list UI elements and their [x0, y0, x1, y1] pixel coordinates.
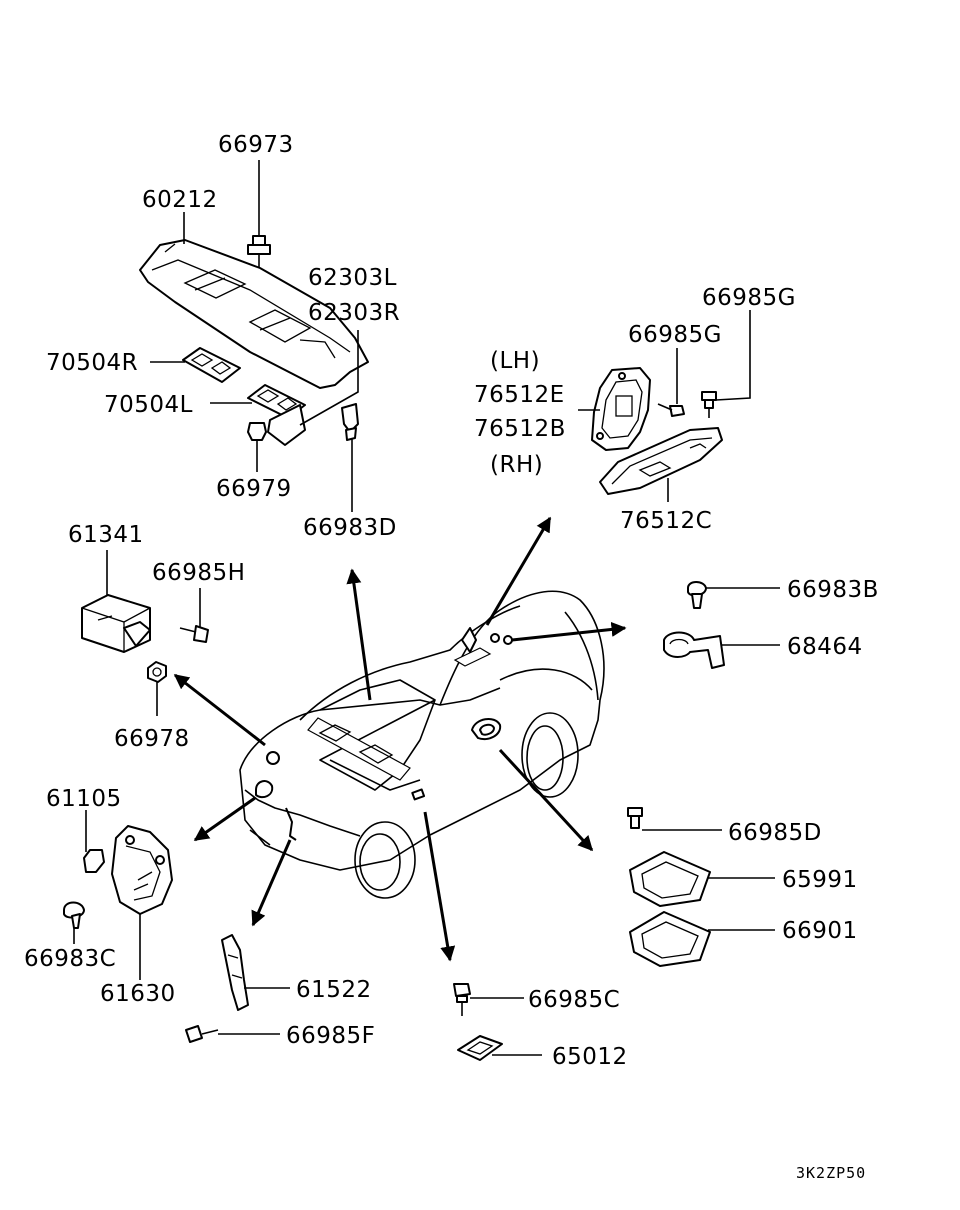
label-76512B: 76512B	[474, 416, 566, 442]
label-lh: (LH)	[490, 348, 540, 374]
hood-latch-61630	[111, 825, 173, 915]
clip-66983B	[687, 581, 707, 609]
roof-panel-76512C	[599, 427, 723, 495]
plate-65012	[457, 1035, 503, 1061]
label-66901: 66901	[782, 918, 858, 944]
figure-code: 3K2ZP50	[796, 1164, 866, 1182]
label-76512C: 76512C	[620, 508, 712, 534]
cowl-side-panel-62303	[267, 404, 306, 446]
label-66978: 66978	[114, 726, 190, 752]
vehicle-outline	[239, 590, 605, 899]
label-66985F: 66985F	[286, 1023, 375, 1049]
label-66979: 66979	[216, 476, 292, 502]
roof-bracket-76512E	[591, 367, 651, 451]
leader-lines-left-lower	[73, 810, 141, 980]
part-number-labels: 66973 60212 62303L 62303R 70504R 70504L …	[24, 132, 879, 1182]
label-66985D: 66985D	[728, 820, 822, 846]
clip-66983D	[341, 403, 359, 441]
label-66983B: 66983B	[787, 577, 879, 603]
label-70504L: 70504L	[104, 392, 193, 418]
label-66973: 66973	[218, 132, 294, 158]
leader-lines-bottom-center	[470, 997, 542, 1056]
bolt-66979	[247, 422, 267, 448]
label-62303L: 62303L	[308, 265, 397, 291]
clip-61105	[83, 849, 105, 873]
bolt-66985D	[627, 807, 643, 829]
label-68464: 68464	[787, 634, 863, 660]
label-66983C: 66983C	[24, 946, 116, 972]
bolt-66985H	[179, 625, 209, 643]
label-61522: 61522	[296, 977, 372, 1003]
seal-65991	[629, 851, 711, 907]
label-65012: 65012	[552, 1044, 628, 1070]
bolt-66985F	[185, 1025, 219, 1043]
module-61341	[81, 594, 151, 653]
label-rh: (RH)	[490, 452, 543, 478]
label-66985C: 66985C	[528, 987, 620, 1013]
bracket-68464	[663, 631, 725, 669]
label-65991: 65991	[782, 867, 858, 893]
bracket-70504R	[182, 347, 241, 383]
nut-66978	[147, 661, 167, 683]
cable-bracket-61522	[221, 934, 249, 1011]
label-61105: 61105	[46, 786, 122, 812]
bolt-66973	[247, 235, 271, 268]
cowl-top-panel	[139, 239, 369, 389]
bolt-66985G-b	[701, 391, 717, 418]
bolt-66985C	[453, 983, 471, 1016]
label-66985G-lower: 66985G	[628, 322, 722, 348]
label-66985G-upper: 66985G	[702, 285, 796, 311]
leader-lines-right-lower	[642, 829, 775, 931]
label-61630: 61630	[100, 981, 176, 1007]
label-66985H: 66985H	[152, 560, 245, 586]
label-70504R: 70504R	[46, 350, 138, 376]
gasket-66901	[629, 911, 711, 967]
bolt-66985G-a	[657, 403, 685, 417]
label-60212: 60212	[142, 187, 218, 213]
direction-arrows	[173, 516, 627, 962]
label-76512E: 76512E	[474, 382, 565, 408]
leader-lines-right-mid	[706, 587, 780, 646]
label-66983D: 66983D	[303, 515, 397, 541]
clip-66983C	[63, 901, 85, 929]
label-61341: 61341	[68, 522, 144, 548]
leader-lines-cowl	[150, 160, 359, 512]
leader-lines-roof	[578, 310, 751, 502]
label-62303R: 62303R	[308, 300, 400, 326]
leader-lines-bottom-left	[218, 987, 290, 1035]
leader-lines-left-mid	[106, 550, 201, 716]
